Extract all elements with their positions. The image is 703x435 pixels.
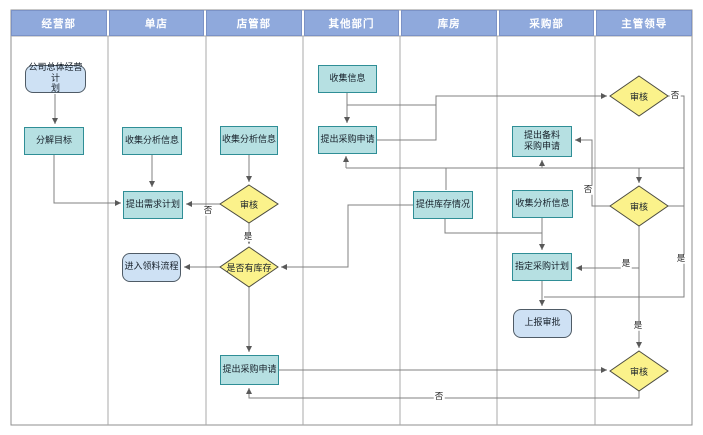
branch-label-no-audit3: 否 <box>433 391 445 402</box>
branch-label-no-audit2: 否 <box>582 184 594 195</box>
branch-label-yes-audit2-right: 是 <box>675 253 687 264</box>
node-material-purchase-request: 提出备料采购申请 <box>512 126 572 157</box>
node-demand-plan: 提出需求计划 <box>123 191 183 219</box>
lane-header-operations-dept: 经营部 <box>11 10 107 36</box>
lane-header-purchasing-dept: 采购部 <box>498 10 595 36</box>
node-stock-status: 提供库存情况 <box>413 191 473 219</box>
decision-has-stock-shape <box>219 246 279 288</box>
decision-audit-3-shape <box>609 350 669 392</box>
node-collect-analyze-info-purchase: 收集分析信息 <box>512 190 573 218</box>
node-report-approval: 上报审批 <box>513 309 572 338</box>
decision-audit-1-shape <box>219 184 279 224</box>
lane-header-warehouse: 库房 <box>401 10 497 36</box>
decision-has-stock: 是否有库存 <box>226 263 272 274</box>
decision-audit-2: 审核 <box>629 202 648 213</box>
node-purchase-request-store: 提出采购申请 <box>220 355 279 385</box>
branch-label-yes-audit2-down: 是 <box>632 320 644 331</box>
branch-label-yes-audit2-branch: 是 <box>620 258 632 269</box>
lane-header-store-mgmt-dept: 店管部 <box>206 10 302 36</box>
decision-audit-top: 审核 <box>629 92 648 103</box>
node-enter-material-flow: 进入领料流程 <box>122 253 181 282</box>
lane-header-executive-leader: 主管领导 <box>596 10 693 36</box>
lane-header-single-store: 单店 <box>108 10 205 36</box>
connectors <box>52 93 685 399</box>
decision-audit-3: 审核 <box>629 367 648 378</box>
branch-label-yes-audit1: 是 <box>242 231 254 242</box>
node-purchase-request-other: 提出采购申请 <box>318 126 377 154</box>
node-collect-analyze-info-mgmt: 收集分析信息 <box>220 126 278 155</box>
decision-audit-top-shape <box>609 75 669 117</box>
swimlane-header: 经营部 单店 店管部 其他部门 库房 采购部 主管领导 <box>11 10 693 36</box>
node-decompose-goals: 分解目标 <box>24 127 84 155</box>
node-company-overall-plan: 公司总体经营计划 <box>25 63 86 94</box>
decision-audit-2-shape <box>609 185 669 227</box>
branch-label-no-audit-top: 否 <box>669 90 681 101</box>
branch-label-no-audit1: 否 <box>202 205 214 216</box>
node-purchase-plan: 指定采购计划 <box>512 253 572 281</box>
node-collect-analyze-info-store: 收集分析信息 <box>122 127 182 155</box>
decision-audit-1: 审核 <box>239 200 258 211</box>
lane-header-other-dept: 其他部门 <box>303 10 400 36</box>
node-collect-info: 收集信息 <box>318 65 377 93</box>
